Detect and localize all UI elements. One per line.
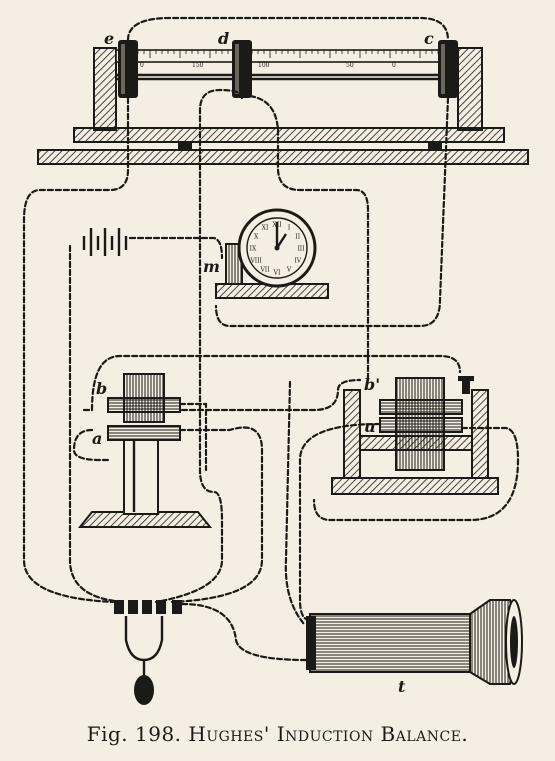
figure-title: Hughes' Induction Balance. bbox=[188, 722, 469, 746]
label-b: b bbox=[96, 379, 107, 398]
clock-numeral: II bbox=[295, 234, 300, 241]
right-frame-base bbox=[331, 477, 499, 495]
clock-numeral: IX bbox=[250, 246, 257, 253]
circuit-wiring bbox=[22, 16, 520, 662]
label-c: c bbox=[424, 29, 434, 48]
switch-handle bbox=[134, 675, 154, 705]
label-u: u bbox=[364, 417, 376, 436]
left-coil-stand: b a bbox=[77, 373, 213, 528]
label-a: a bbox=[92, 429, 102, 448]
binding-screw bbox=[462, 380, 470, 394]
left-coil-a bbox=[107, 425, 181, 441]
clock-numeral: III bbox=[297, 246, 305, 253]
figure-number: Fig. 198. bbox=[86, 722, 182, 746]
clock-numeral: XI bbox=[262, 225, 269, 232]
scale-tick-label: 0 bbox=[140, 62, 144, 69]
left-coil-b bbox=[107, 397, 181, 413]
clock-numeral: X bbox=[254, 234, 259, 241]
telephone-receiver: t bbox=[306, 599, 523, 696]
clock-numeral: VI bbox=[273, 270, 281, 277]
sonometer: 0 150 100 50 0 e d c bbox=[37, 29, 529, 165]
right-coil-frame: b' u bbox=[331, 375, 499, 495]
left-end-block bbox=[93, 47, 117, 131]
label-m: m bbox=[203, 257, 220, 276]
terminal-block bbox=[114, 600, 182, 705]
label-e: e bbox=[104, 29, 114, 48]
left-stand-base bbox=[77, 511, 213, 528]
sonometer-base bbox=[73, 127, 505, 143]
right-coil-b-prime bbox=[379, 399, 463, 415]
clock-numeral: I bbox=[288, 225, 291, 232]
clock-numeral: IV bbox=[294, 258, 301, 265]
label-d: d bbox=[218, 29, 229, 48]
clock-hour-hand bbox=[275, 233, 288, 249]
label-b-prime: b' bbox=[364, 375, 380, 394]
left-stand-pillar bbox=[123, 439, 159, 515]
table-top bbox=[37, 149, 529, 165]
graduated-scale bbox=[115, 49, 459, 63]
clock-numeral: VII bbox=[259, 266, 270, 273]
right-end-block bbox=[457, 47, 483, 131]
scale-tick-label: 50 bbox=[346, 62, 354, 69]
scale-tick-label: 0 bbox=[392, 62, 396, 69]
battery bbox=[82, 228, 128, 256]
clock-numeral: VIII bbox=[249, 258, 262, 265]
right-coil-u bbox=[379, 417, 463, 433]
label-t: t bbox=[398, 677, 406, 696]
figure-caption: Fig. 198. Hughes' Induction Balance. bbox=[0, 722, 555, 746]
scale-tick-label: 150 bbox=[192, 62, 204, 69]
scale-tick-label: 100 bbox=[258, 62, 270, 69]
clock-numeral: V bbox=[286, 266, 292, 273]
